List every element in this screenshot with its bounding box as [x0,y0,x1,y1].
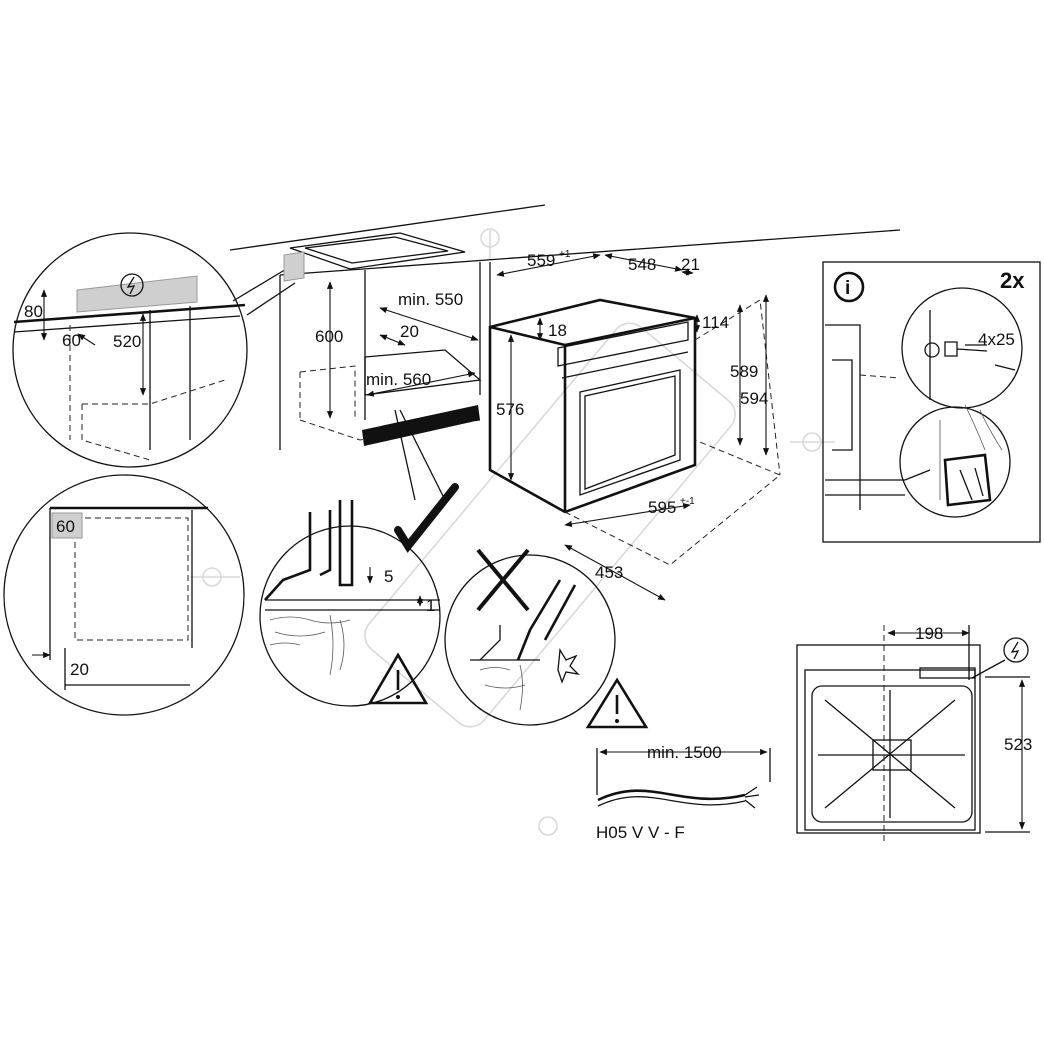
dim-548: 548 [628,255,656,274]
dim-20-bottom: 20 [70,660,89,679]
dim-5: 5 [384,567,393,586]
warning-triangle-icon [585,677,649,729]
cable-spec: H05 V V - F [596,823,685,842]
dim-576: 576 [496,400,524,419]
socket-zone-highlight [76,275,198,313]
clearance-60-box [51,512,83,539]
spark-icon [557,647,580,684]
dim-60-box: 60 [56,517,75,536]
dim-595-tolerance: +-1 [680,496,695,507]
dim-114: 114 [702,313,729,332]
dim-559-tolerance: +1 [559,249,571,260]
cabinet-with-hob: 600 min. 550 20 min. 560 [229,204,901,450]
dim-559: 559 [527,251,555,270]
quantity-label: 2x [1000,268,1025,293]
detail-circle-clearance: 60 20 [3,474,245,716]
dim-595: 595 [648,498,676,517]
electric-hazard-icon [120,273,144,297]
dim-523: 523 [1004,735,1032,754]
dim-594: 594 [740,389,768,408]
hob-socket-highlight [283,251,305,282]
dim-21: 21 [681,255,700,274]
cross-mark-icon [476,548,530,612]
dim-4x25: 4x25 [978,330,1015,349]
dim-min-1500: min. 1500 [647,743,722,762]
info-letter: i [845,278,850,299]
detail-circle-worktop: 80 60 520 [12,232,248,468]
dim-60-side: 60 [62,331,81,350]
leader-line [232,267,289,302]
watermark [190,228,835,836]
dim-600: 600 [315,327,343,346]
info-circle-icon: i [833,271,865,303]
leader-line [394,409,416,501]
leader-line [246,282,296,316]
dim-520: 520 [113,332,141,351]
dim-80: 80 [24,302,43,321]
ventilation-opening [362,405,480,446]
dim-18: 18 [548,321,567,340]
hob-cutout [289,232,466,270]
electric-hazard-icon [1003,637,1029,663]
leader-line [399,409,446,501]
dim-198: 198 [915,624,943,643]
mounting-box: i 2x 4x25 [822,261,1041,543]
detail-circle-correct: 5 1 [259,500,441,707]
dim-min-550: min. 550 [398,290,463,309]
check-mark-icon [394,483,459,553]
dim-589: 589 [730,362,758,381]
oven-front-view: 198 523 [796,624,1032,845]
oven-body: 559 +1 548 21 18 114 576 589 594 595 +-1… [488,249,781,601]
detail-circle-incorrect [444,548,616,726]
warning-triangle-icon [367,652,429,705]
cable-warning: min. 1500 H05 V V - F [585,677,771,842]
dim-20-top: 20 [400,322,419,341]
dim-453: 453 [595,563,623,582]
dim-1: 1 [426,596,435,615]
dim-min-560: min. 560 [366,370,431,389]
